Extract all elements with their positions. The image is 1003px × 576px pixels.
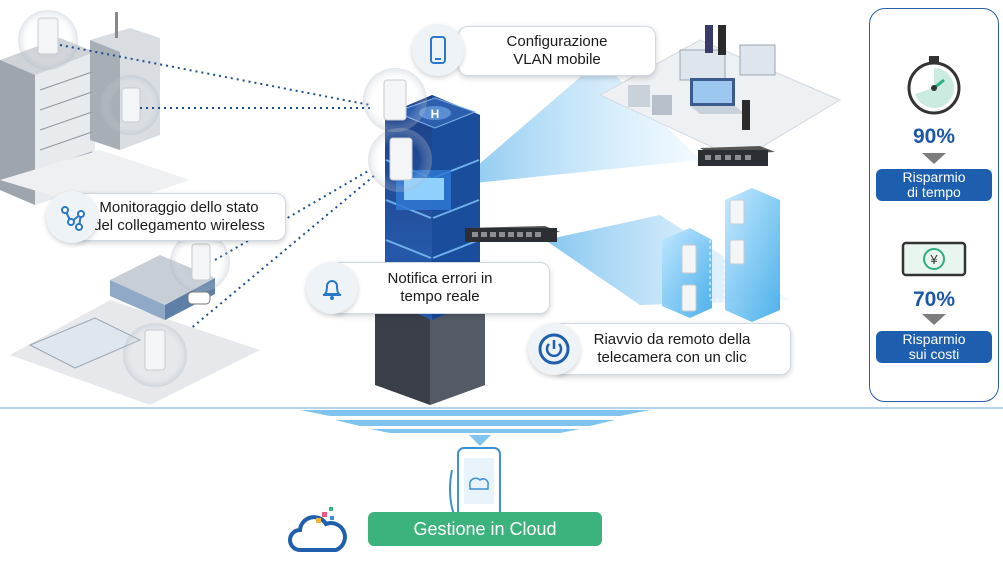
- power-icon: [528, 323, 580, 375]
- callout-vlan-line2: VLAN mobile: [513, 51, 601, 68]
- network-switch-center: [465, 226, 560, 242]
- callout-reboot-line1: Riavvio da remoto della: [593, 331, 751, 348]
- cloud-icon: [288, 507, 347, 552]
- down-arrow-icon: [922, 314, 946, 325]
- cost-saving-line1: Risparmio: [902, 331, 966, 347]
- time-saving-label: Risparmio di tempo: [876, 169, 992, 201]
- smartphone-icon: [412, 24, 464, 76]
- office-floor: [598, 25, 842, 161]
- callout-wireless-monitor: Monitoraggio dello stato del collegament…: [72, 193, 286, 241]
- callout-camera-reboot: Riavvio da remoto della telecamera con u…: [553, 323, 791, 375]
- network-nodes-icon: [46, 191, 98, 243]
- callout-monitor-line2: del collegamento wireless: [93, 217, 265, 234]
- callout-notify-line2: tempo reale: [400, 288, 480, 305]
- down-arrow-icon: [922, 153, 946, 164]
- time-saving-percent: 90%: [912, 125, 956, 148]
- banknote-icon: ¥: [901, 241, 967, 277]
- callout-vlan-config: Configurazione VLAN mobile: [458, 26, 656, 76]
- cloud-management-button[interactable]: Gestione in Cloud: [368, 512, 602, 546]
- cost-saving-line2: sui costi: [908, 346, 960, 362]
- smartphone-hand: [449, 447, 501, 526]
- glass-buildings: [662, 188, 780, 322]
- svg-text:H: H: [431, 107, 440, 121]
- stopwatch-icon: [907, 56, 961, 115]
- callout-monitor-line1: Monitoraggio dello stato: [99, 199, 259, 216]
- callout-vlan-line1: Configurazione: [506, 33, 608, 50]
- callout-notify-line1: Notifica errori in: [387, 270, 493, 287]
- network-switch-office: [698, 146, 775, 166]
- currency-symbol: ¥: [929, 252, 938, 267]
- cost-saving-label: Risparmio sui costi: [876, 331, 992, 363]
- time-saving-line1: Risparmio: [902, 169, 966, 185]
- callout-reboot-line2: telecamera con un clic: [597, 349, 747, 366]
- cost-saving-percent: 70%: [912, 288, 956, 311]
- savings-panel: 90% Risparmio di tempo ¥ 70% Risparmio s…: [869, 8, 999, 402]
- callout-error-notify: Notifica errori in tempo reale: [330, 262, 550, 314]
- signal-beam-upper: [455, 60, 700, 185]
- time-saving-line2: di tempo: [907, 184, 961, 200]
- bell-icon: [306, 262, 358, 314]
